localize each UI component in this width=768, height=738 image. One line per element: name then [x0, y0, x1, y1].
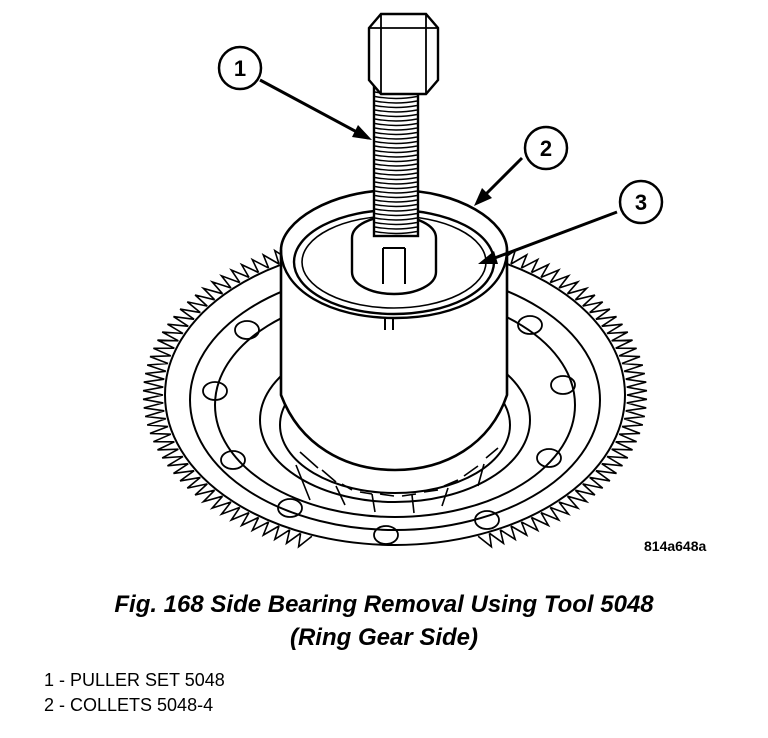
screw-thread-line: [374, 131, 418, 136]
screw-thread-line: [374, 194, 418, 199]
caption-line-1: Fig. 168 Side Bearing Removal Using Tool…: [114, 591, 654, 618]
screw-thread-line: [374, 158, 418, 163]
screw-thread-line: [374, 172, 418, 176]
screw-thread-line: [374, 221, 418, 226]
callout-arrowheads: [352, 125, 498, 264]
hex-head-edges: [369, 14, 438, 94]
collet-split-line: [384, 318, 394, 330]
screw-thread-line: [374, 167, 418, 172]
screw-thread-line: [374, 127, 418, 131]
screw-thread-line: [374, 100, 418, 104]
screw-thread-line: [374, 154, 418, 158]
screw-thread-line: [374, 208, 418, 212]
screw-thread-line: [374, 181, 418, 185]
screw-thread-line: [374, 109, 418, 113]
forcing-screw-hex-head: [367, 12, 440, 96]
callout-number-3: 3: [635, 190, 647, 215]
puller-cup-rim: [279, 249, 509, 320]
bearing-removal-illustration: 1 2 3 814a648a: [142, 12, 707, 554]
callout-circle-2: [523, 125, 569, 171]
screw-thread-line: [374, 226, 418, 230]
callout-number-2: 2: [540, 136, 552, 161]
callout-circle-3: [618, 179, 664, 225]
screw-thread-line: [374, 185, 418, 190]
screw-thread-line: [374, 122, 418, 127]
bearing-rollers: [295, 447, 499, 514]
screw-threads: [374, 91, 418, 235]
screw-thread-line: [374, 176, 418, 181]
screw-thread-line: [374, 230, 418, 235]
callout-number-1: 1: [234, 56, 246, 81]
nut-flat: [382, 247, 406, 284]
legend-item: 2 - COLLETS 5048-4: [44, 695, 214, 715]
caption-line-2: (Ring Gear Side): [289, 624, 479, 651]
figure-reference-code: 814a648a: [644, 538, 707, 554]
screw-thread-line: [374, 217, 418, 221]
screw-thread-line: [374, 190, 418, 194]
screw-thread-line: [374, 149, 418, 154]
screw-thread-line: [374, 95, 418, 100]
screw-thread-line: [374, 212, 418, 217]
screw-thread-line: [374, 136, 418, 140]
callout-circle-1: [217, 45, 263, 91]
legend-list: 1 - PULLER SET 5048 2 - COLLETS 5048-4: [44, 668, 225, 718]
screw-thread-line: [374, 203, 418, 208]
figure-caption: Fig. 168 Side Bearing Removal Using Tool…: [0, 588, 768, 654]
screw-thread-line: [374, 140, 418, 145]
screw-thread-line: [374, 163, 418, 167]
screw-thread-line: [374, 113, 418, 118]
legend-item: 1 - PULLER SET 5048: [44, 670, 225, 690]
screw-thread-line: [374, 118, 418, 122]
screw-thread-line: [374, 145, 418, 149]
flange-bolt-holes: [202, 315, 576, 545]
screw-thread-line: [374, 104, 418, 109]
screw-thread-line: [374, 199, 418, 203]
